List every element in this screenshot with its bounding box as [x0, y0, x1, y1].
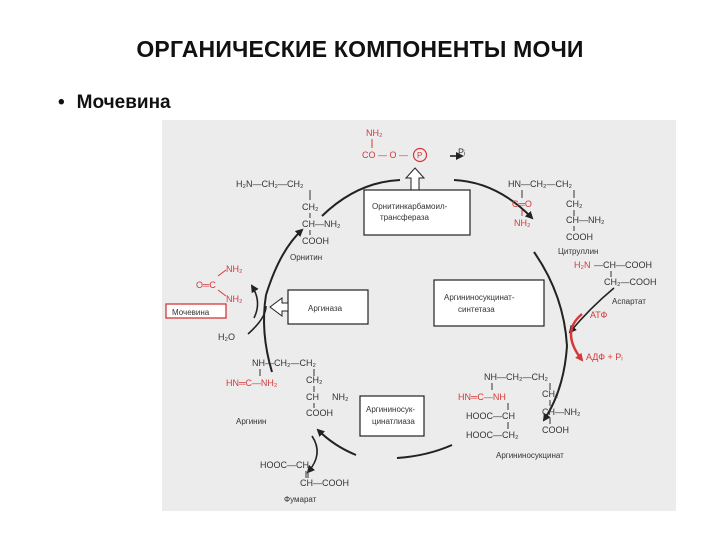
enzyme-otc-line1: Орнитинкарбамоил- [372, 202, 448, 211]
argininosuccinate-line3b: CH—NH₂ [542, 407, 581, 417]
citrulline-line3a: NH₂ [514, 218, 531, 228]
enzyme-asl-box [359, 395, 425, 437]
aspartate-line1b: —CH—COOH [594, 260, 652, 270]
arginine-line3b: NH₂ [332, 392, 349, 402]
argininosuccinate-name: Аргининосукцинат [496, 451, 564, 460]
arginine-line2a: HN═C—NH₂ [226, 378, 278, 388]
ornithine-line3: CH—NH₂ [302, 219, 341, 229]
adp-label: АДФ + Pᵢ [586, 352, 623, 362]
ornithine-line2: CH₂ [302, 202, 319, 212]
cycle-arc-top-left [321, 179, 401, 217]
aspartate-line1a: H₂N [574, 260, 591, 270]
slide-title: ОРГАНИЧЕСКИЕ КОМПОНЕНТЫ МОЧИ [136, 36, 584, 62]
arginine-line4: COOH [306, 408, 333, 418]
aspartate-name: Аспартат [612, 297, 646, 306]
bullet-item: • Мочевина [58, 92, 171, 114]
carbamoyl-p: P [417, 151, 422, 160]
enzyme-ass-box [433, 279, 545, 327]
argininosuccinate-line1: NH—CH₂—CH₂ [484, 372, 548, 382]
arginine-line1: NH—CH₂—CH₂ [252, 358, 316, 368]
phosphate-pi: Pᵢ [458, 147, 465, 157]
fumarate-release-arrow [306, 435, 318, 474]
enzyme-arginase-box [287, 289, 369, 325]
phosphate-circle-icon [412, 147, 428, 163]
water-input-arrow [247, 305, 267, 335]
citrulline-line1: HN—CH₂—CH₂ [508, 179, 572, 189]
water-label: H₂O [218, 332, 235, 342]
ornithine-name: Орнитин [290, 253, 322, 262]
urea-cycle-diagram: NH₂ CO — O — P Pᵢ Орнитинкарбамоил- тран… [162, 120, 676, 511]
cycle-arc-left-lower [263, 294, 273, 373]
citrulline-line2a: C═O [512, 199, 532, 209]
fumarate-line2: CH—COOH [300, 478, 349, 488]
atp-arrow [569, 313, 584, 362]
citrulline-line2b: CH₂ [566, 199, 583, 209]
arginine-line3a: CH [306, 392, 319, 402]
bullet-text: Мочевина [76, 92, 171, 113]
arginine-line2b: CH₂ [306, 375, 323, 385]
carbamoyl-nh2: NH₂ [366, 128, 383, 138]
citrulline-name: Цитруллин [558, 247, 598, 256]
cycle-arc-left-upper [265, 228, 304, 296]
citrulline-line3b: CH—NH₂ [566, 215, 605, 225]
enzyme-asl-line2: цинатлиаза [372, 417, 415, 426]
cycle-arc-right-upper [533, 251, 568, 347]
urea-release-arrow [250, 284, 259, 319]
aspartate-input-arrow [568, 287, 615, 334]
urea-name: Мочевина [172, 308, 210, 317]
urea-nh2-top: NH₂ [226, 264, 243, 274]
urea-name-box [165, 303, 227, 319]
enzyme-arginase-label: Аргиназа [308, 304, 343, 313]
cycle-arc-bottom-right [396, 444, 453, 459]
enzyme-otc-box [363, 189, 471, 236]
cycle-arc-bottom-left [316, 428, 357, 456]
bullet-dot-icon: • [58, 92, 65, 113]
arginase-arrow-icon [269, 297, 289, 317]
carbamoyl-entry-arrow-icon [404, 167, 426, 191]
fumarate-name: Фумарат [284, 495, 317, 504]
fumarate-line1: HOOC—CH [260, 460, 309, 470]
citrulline-line4: COOH [566, 232, 593, 242]
enzyme-ass-line1: Аргининосукцинат- [444, 293, 515, 302]
ornithine-line4: COOH [302, 236, 329, 246]
aspartate-line2: CH₂—COOH [604, 277, 657, 287]
enzyme-asl-line1: Аргининосук- [366, 405, 415, 414]
ornithine-line1: H₂N—CH₂—CH₂ [236, 179, 304, 189]
arginine-name: Аргинин [236, 417, 266, 426]
enzyme-otc-line2: трансфераза [380, 213, 429, 222]
urea-cycle-svg: NH₂ CO — O — P Pᵢ Орнитинкарбамоил- тран… [165, 128, 657, 504]
atp-label: АТФ [590, 310, 607, 320]
urea-co: O═C [196, 280, 216, 290]
argininosuccinate-line4b: COOH [542, 425, 569, 435]
urea-nh2-bottom: NH₂ [226, 294, 243, 304]
cycle-arc-right-lower [542, 345, 568, 422]
cycle-arc-top-right [453, 179, 534, 220]
argininosuccinate-line2b: CH₂ [542, 389, 559, 399]
carbamoyl-main: CO — O — [362, 150, 408, 160]
argininosuccinate-line4a: HOOC—CH₂ [466, 430, 519, 440]
argininosuccinate-line3a: HOOC—CH [466, 411, 515, 421]
argininosuccinate-line2a: HN═C—NH [458, 392, 506, 402]
enzyme-ass-line2: синтетаза [458, 305, 495, 314]
